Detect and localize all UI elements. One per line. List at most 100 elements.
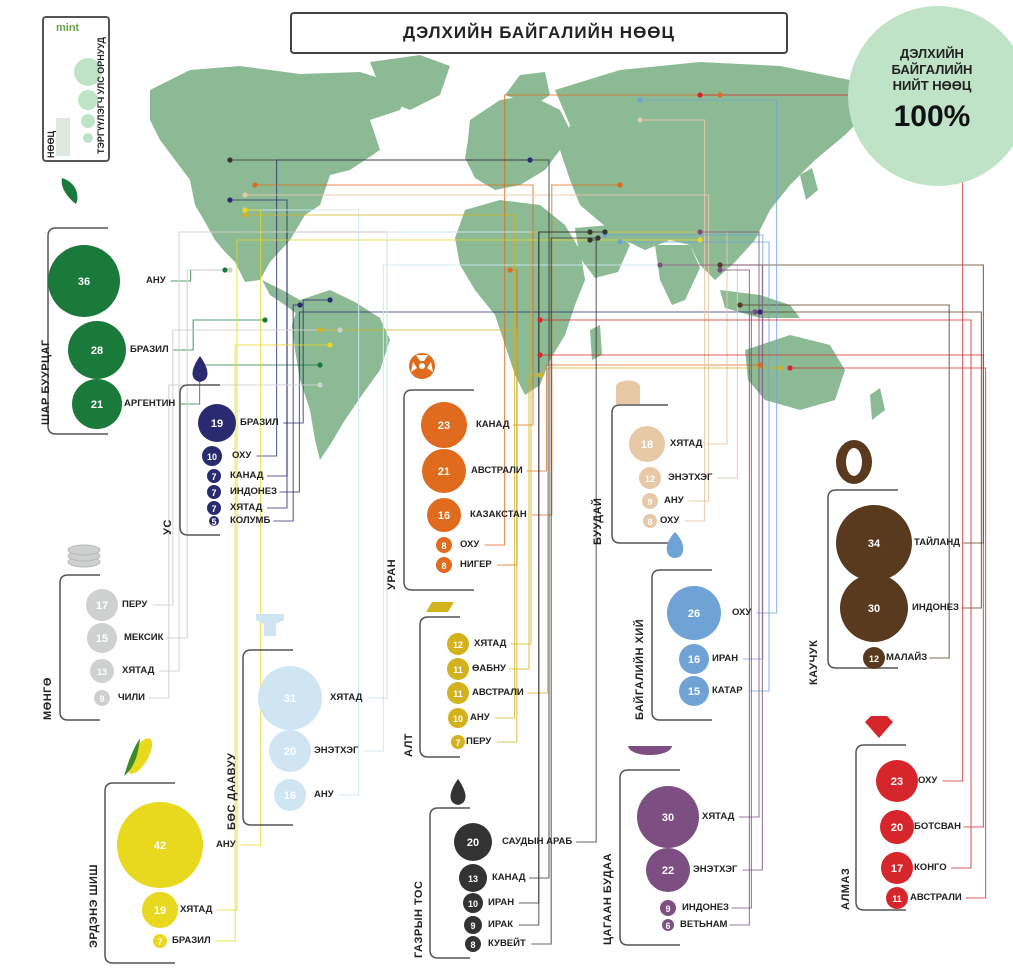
group-rubber	[827, 440, 898, 669]
country-label: ОХУ	[660, 515, 680, 526]
bubble-soy-2	[72, 379, 122, 429]
country-label: АНУ	[470, 712, 490, 723]
bubble-wheat-3	[643, 514, 657, 528]
leader-line-gold	[511, 231, 700, 645]
bubble-value: 9	[647, 497, 652, 507]
country-label: АРГЕНТИН	[124, 398, 176, 409]
bubble-value: 19	[154, 905, 166, 917]
bubble-silver-1	[87, 623, 117, 653]
bubble-uranium-0	[421, 402, 467, 448]
group-cotton	[242, 614, 293, 826]
bubble-value: 10	[453, 714, 463, 724]
leader-line-gas	[640, 99, 778, 614]
map-dot	[537, 317, 543, 323]
country-label: КАЗАКСТАН	[470, 509, 527, 520]
bubble-value: 8	[441, 561, 446, 571]
bubble-silver-0	[86, 589, 118, 621]
bubble-value: 7	[211, 504, 216, 514]
group-bracket	[47, 227, 108, 435]
bubble-diamond-1	[880, 810, 914, 844]
country-label: ХЯТАД	[474, 638, 507, 649]
country-label: ХЯТАД	[230, 502, 263, 513]
leader-line-water	[273, 304, 300, 522]
africa-shape	[455, 200, 585, 395]
bubble-value: 9	[470, 921, 475, 931]
bubble-value: 13	[468, 874, 478, 884]
group-label-corn: ЭРДЭНЭ ШИШ	[88, 864, 100, 948]
bubble-gold-0	[447, 633, 469, 655]
group-label-rubber: КАУЧУК	[808, 639, 820, 685]
leader-line-rubber	[740, 304, 950, 659]
group-bracket	[827, 489, 898, 669]
bubble-corn-1	[142, 892, 178, 928]
bubble-oil-3	[464, 916, 482, 934]
country-label: ХЯТАД	[330, 692, 363, 703]
country-label: КОНГО	[914, 862, 947, 873]
bubble-value: 16	[438, 510, 450, 522]
bubble-rubber-1	[840, 574, 908, 642]
map-dot	[507, 267, 513, 273]
bubble-value: 13	[97, 667, 107, 677]
group-bracket	[429, 807, 470, 959]
country-label: ХЯТАД	[670, 438, 703, 449]
bubble-gold-4	[451, 735, 465, 749]
bubble-value: 9	[665, 904, 670, 914]
map-dot	[757, 362, 763, 368]
leader-lines	[148, 94, 987, 945]
bubble-wheat-0	[629, 426, 665, 462]
country-label: ИНДОНЕЗ	[912, 602, 959, 613]
bubble-water-0	[198, 404, 236, 442]
country-label: ВЕТЬНАМ	[680, 919, 728, 930]
group-bracket	[242, 649, 293, 826]
bubble-value: 11	[453, 689, 463, 699]
legend-bubble-4	[83, 133, 93, 143]
country-label: КАНАД	[230, 470, 264, 481]
bubble-cotton-0	[258, 666, 322, 730]
legend-box	[42, 16, 110, 162]
bubble-silver-2	[90, 659, 114, 683]
group-rice	[619, 746, 680, 946]
country-label: ПЕРУ	[466, 736, 492, 747]
country-label: КУВЕЙТ	[488, 938, 526, 949]
country-label: АВСТРАЛИ	[910, 892, 962, 903]
map-dot	[587, 237, 593, 243]
bubble-value: 28	[91, 345, 103, 357]
country-label: АНУ	[216, 839, 236, 850]
country-label: АНУ	[146, 275, 166, 286]
leader-line-soy	[173, 319, 265, 351]
bubble-value: 23	[438, 420, 450, 432]
group-bracket	[179, 384, 220, 536]
bubble-value: 26	[688, 608, 700, 620]
north-america-shape	[150, 66, 410, 282]
bubble-oil-1	[459, 864, 487, 892]
leader-line-cotton	[363, 264, 660, 752]
bubble-water-3	[207, 485, 221, 499]
bubble-oil-2	[463, 893, 483, 913]
bubble-value: 19	[211, 418, 223, 430]
country-label: ОХУ	[232, 450, 252, 461]
leader-line-corn	[240, 209, 262, 846]
country-label: ОХУ	[918, 775, 938, 786]
map-dot	[637, 117, 643, 123]
map-dot	[227, 157, 233, 163]
country-label: АВСТРАЛИ	[472, 687, 524, 698]
bubble-value: 20	[467, 837, 479, 849]
bubble-value: 7	[211, 488, 216, 498]
leader-line-corn	[215, 344, 330, 942]
bubble-value: 10	[468, 899, 478, 909]
bubble-uranium-4	[436, 557, 452, 573]
bread-icon	[615, 380, 641, 404]
country-label: МЕКСИК	[124, 632, 164, 643]
greenland-shape	[370, 55, 450, 110]
legend-bubbles	[56, 58, 102, 156]
group-soy	[47, 178, 108, 435]
map-dot	[327, 342, 333, 348]
bubble-value: 31	[284, 693, 296, 705]
country-label: ЭНЭТХЭГ	[693, 864, 738, 875]
map-dot	[317, 382, 323, 388]
country-label: ИРАН	[488, 897, 515, 908]
country-label: БРАЗИЛ	[130, 344, 169, 355]
new-zealand-shape	[870, 388, 885, 420]
country-label: АНУ	[664, 495, 684, 506]
map-dot	[602, 229, 608, 235]
